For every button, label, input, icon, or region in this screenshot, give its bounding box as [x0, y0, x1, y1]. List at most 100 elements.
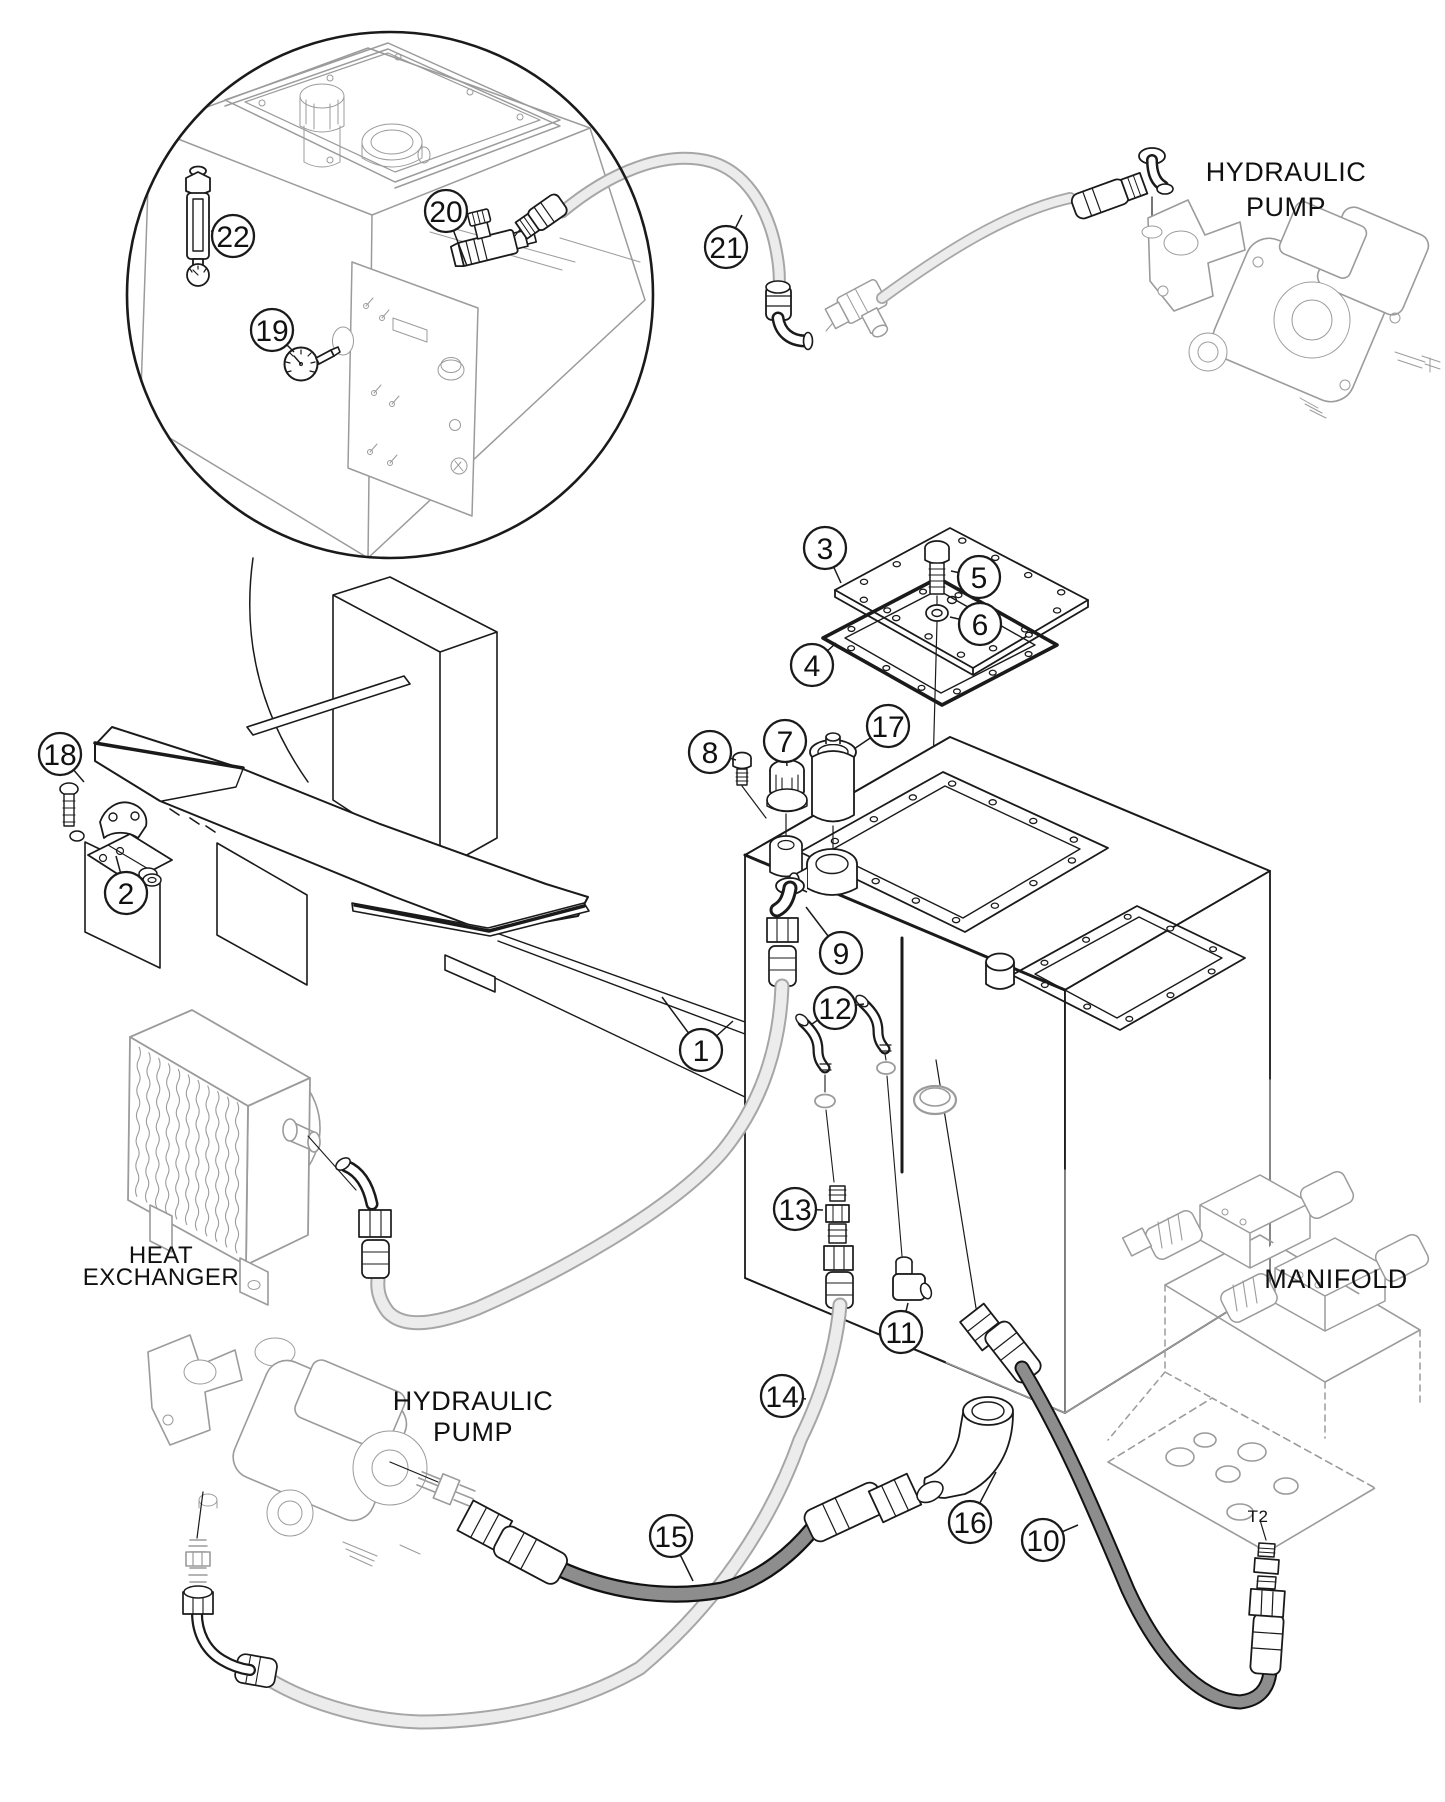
bolt-hole: [871, 877, 880, 885]
callout-3[interactable]: [802, 525, 848, 571]
cover-bolt: [924, 540, 950, 595]
callout-1-number: 1: [693, 1035, 710, 1068]
bolt-hole: [956, 651, 966, 658]
callout-19[interactable]: [249, 307, 295, 353]
callout-17[interactable]: [865, 703, 911, 749]
port-t2-label: T2: [1248, 1507, 1269, 1526]
callout-11[interactable]: [878, 1309, 924, 1355]
callout-1[interactable]: [678, 1027, 724, 1073]
tee-fitting-phantom: [824, 279, 889, 338]
cooler-elbow-fitting: [335, 1157, 392, 1279]
bolt-hole: [951, 916, 961, 924]
cover-washer: [925, 604, 949, 622]
callout-17-number: 17: [871, 711, 904, 744]
callout-16[interactable]: [947, 1499, 993, 1545]
detail-console-phantom: [139, 42, 646, 558]
callout-20-number: 20: [429, 196, 462, 229]
bolt-hole: [1125, 1015, 1134, 1022]
callout-10[interactable]: [1020, 1517, 1066, 1563]
fin-line: [224, 1096, 230, 1248]
console-rear-box: [246, 576, 498, 993]
callout-8[interactable]: [687, 729, 733, 775]
bolt-hole: [1067, 857, 1077, 864]
bolt-hole: [859, 578, 869, 586]
console-cover: [93, 726, 590, 937]
callout-4-number: 4: [804, 650, 821, 683]
callout-2-number: 2: [118, 878, 135, 911]
callout-5[interactable]: [956, 554, 1002, 600]
callout-13-number: 13: [778, 1194, 811, 1227]
hose-21-crimp-start: [514, 193, 568, 240]
manifold-label: MANIFOLD: [1264, 1264, 1408, 1294]
bolt-hole: [1082, 936, 1091, 943]
bolt-hole: [952, 688, 962, 695]
callout-9[interactable]: [818, 930, 864, 976]
bolt-hole: [990, 902, 1000, 909]
elbow-fitting-16: [916, 1396, 1014, 1504]
bolt-hole: [988, 799, 997, 806]
pump-outlet-barb: [416, 1471, 476, 1507]
callout-9-number: 9: [833, 938, 850, 971]
callout-18-number: 18: [43, 739, 76, 772]
fin-line: [134, 1046, 141, 1198]
bolt-hole: [892, 560, 901, 568]
callout-11-number: 11: [885, 1317, 916, 1350]
bolt-hole: [988, 645, 998, 652]
cover-plate-assembly: [821, 527, 1089, 1176]
callout-4[interactable]: [789, 642, 835, 688]
fin-line: [214, 1090, 220, 1243]
barb-fitting-13: [823, 1185, 854, 1309]
t2-nipple-fitting: [1253, 1519, 1280, 1590]
heat-exchanger: [127, 1009, 321, 1306]
bolt-hole: [1029, 879, 1038, 887]
sight-gauge: [185, 165, 211, 287]
callout-8-number: 8: [702, 737, 719, 770]
callout-12[interactable]: [812, 985, 858, 1031]
callout-13[interactable]: [772, 1186, 818, 1232]
bolt-hole: [891, 614, 901, 622]
elbow-fitting-9: [766, 877, 805, 987]
bolt-8: [732, 751, 767, 819]
bolt-hole: [1040, 959, 1049, 966]
return-hose-tank-to-cooler: [307, 978, 790, 1331]
callout-5-number: 5: [971, 562, 988, 595]
callout-18[interactable]: [37, 731, 83, 777]
manifold-valve-1: [1121, 1170, 1355, 1269]
bolt-hole: [1069, 836, 1079, 843]
fin-line: [184, 1074, 191, 1226]
manifold: [1107, 1170, 1430, 1553]
hose-21: [514, 151, 814, 351]
fin-line: [154, 1057, 161, 1209]
bolt-hole: [924, 633, 933, 640]
callout-2[interactable]: [103, 870, 149, 916]
bolt-hole: [1024, 631, 1033, 638]
console-assembly: [59, 576, 746, 1098]
callout-14[interactable]: [759, 1373, 805, 1419]
callout-15[interactable]: [648, 1513, 694, 1559]
callout-21[interactable]: [703, 224, 749, 270]
fin-line: [234, 1101, 240, 1254]
bolt-hole: [1024, 650, 1033, 658]
bolt-hole: [859, 596, 869, 604]
bolt-hole: [1123, 913, 1132, 920]
fin-line: [194, 1079, 200, 1231]
filter-mount-boss: [788, 848, 858, 896]
detail-pointer-arc: [249, 557, 309, 783]
bolt-hole: [988, 669, 997, 676]
elbow-fitting-11: [892, 1256, 933, 1301]
fin-line: [174, 1068, 181, 1220]
callout-22[interactable]: [210, 213, 256, 259]
bolt-hole: [830, 837, 840, 845]
tank-top-port: [985, 952, 1015, 990]
callout-7[interactable]: [762, 718, 808, 764]
callout-6[interactable]: [957, 601, 1003, 647]
bolt-hole: [847, 645, 856, 652]
hose-14: [182, 1297, 848, 1730]
callout-20[interactable]: [423, 188, 469, 234]
bolt-hole: [1029, 817, 1038, 825]
panel-switches: [363, 297, 400, 466]
